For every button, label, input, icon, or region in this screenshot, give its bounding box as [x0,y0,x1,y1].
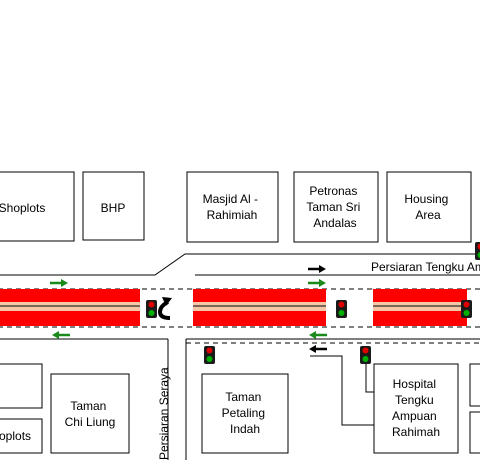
road-name-main: Persiaran Tengku Am [371,260,480,274]
direction-arrow-icon [308,265,326,273]
building-blank-right-2 [469,411,480,454]
u-turn-arrow-icon [157,300,171,320]
building-blank-left [0,363,43,409]
traffic-light-icon [204,346,215,364]
traffic-light-icon [475,242,480,260]
building-taman-chi-liung [50,373,130,454]
traffic-light-icon [336,300,347,318]
building-blank-right-1 [469,363,480,407]
building-hospital-label: Hospital Tengku Ampuan Rahimah [392,377,440,439]
u-turn-arrow-head [162,297,172,306]
direction-arrow-icon [309,331,327,339]
road-edge-north [0,253,480,276]
medians [0,289,467,326]
building-masjid [186,171,279,243]
building-shoplots-top [0,171,75,242]
building-taman-chi-liung-label: Taman Chi Liung [65,399,116,429]
building-taman-petaling-label: Taman Petaling Indah [222,390,269,436]
building-bhp-label: BHP [101,201,126,215]
lane-markings [0,288,480,344]
direction-arrow-icon [309,345,327,353]
buildings: Shoplots BHP Masjid Al - Rahimiah Petron… [0,171,480,454]
traffic-light-icon [146,300,157,318]
building-masjid-label: Masjid Al - Rahimiah [203,192,262,222]
building-hospital [373,363,459,454]
direction-arrow-icon [308,279,326,287]
building-petronas-label: Petronas Taman Sri Andalas [306,184,363,230]
hospital-access-road [310,355,374,426]
building-petronas [293,171,379,243]
building-shoplots-bottom-label: oplots [0,429,31,443]
building-housing-label: Housing Area [404,192,451,222]
hospital-access-road-right [365,356,374,393]
building-shoplots-top-label: Shoplots [0,201,45,215]
road-name-side: Persiaran Seraya [157,367,171,460]
building-taman-petaling [201,373,289,454]
road-edges [0,253,480,460]
direction-arrow-icon [52,331,70,339]
building-shoplots-bottom [0,418,43,454]
traffic-light-icon [461,300,472,318]
traffic-signals [146,242,480,364]
traffic-light-icon [360,346,371,364]
building-bhp [82,171,145,241]
direction-arrows [50,265,327,353]
building-housing [386,171,472,243]
direction-arrow-icon [50,279,68,287]
